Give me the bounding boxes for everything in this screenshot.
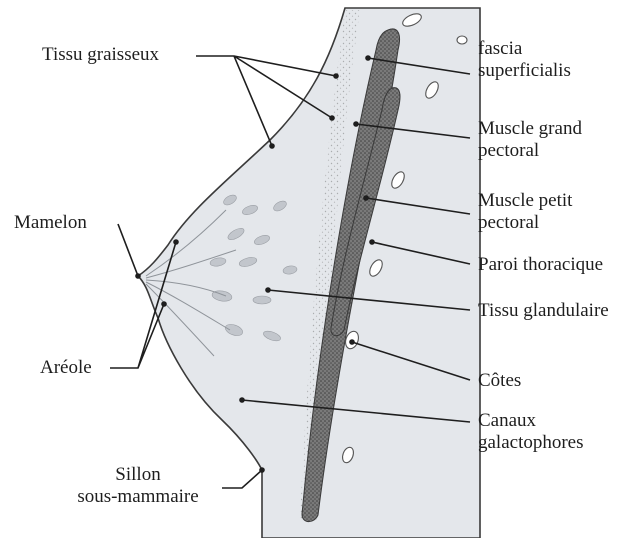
- label-areole-text: Aréole: [40, 357, 92, 378]
- label-grand-pectoral-line1: Muscle grand: [478, 118, 582, 140]
- label-sillon-line1: Sillon: [52, 464, 224, 486]
- label-fascia-line2: superficialis: [478, 60, 571, 82]
- label-grand-pectoral-line2: pectoral: [478, 140, 582, 162]
- label-tissu-graisseux-text: Tissu graisseux: [42, 44, 159, 65]
- label-fascia-line1: fascia: [478, 38, 571, 60]
- label-canaux-line1: Canaux: [478, 410, 584, 432]
- label-muscle-petit-pectoral: Muscle petit pectoral: [478, 190, 572, 234]
- label-paroi-thoracique: Paroi thoracique: [478, 254, 603, 276]
- label-sillon-line2: sous-mammaire: [52, 486, 224, 508]
- label-mamelon-text: Mamelon: [14, 212, 87, 233]
- label-tissu-graisseux: Tissu graisseux: [42, 44, 159, 66]
- label-muscle-grand-pectoral: Muscle grand pectoral: [478, 118, 582, 162]
- label-petit-pectoral-line2: pectoral: [478, 212, 572, 234]
- label-paroi-text: Paroi thoracique: [478, 254, 603, 275]
- label-cotes: Côtes: [478, 370, 521, 392]
- label-fascia-superficialis: fascia superficialis: [478, 38, 571, 82]
- label-cotes-text: Côtes: [478, 370, 521, 391]
- label-petit-pectoral-line1: Muscle petit: [478, 190, 572, 212]
- label-sillon-sous-mammaire: Sillon sous-mammaire: [52, 464, 224, 508]
- leader-sillon: [222, 470, 262, 488]
- label-tissu-glandulaire: Tissu glandulaire: [478, 300, 609, 322]
- label-canaux-line2: galactophores: [478, 432, 584, 454]
- label-areole: Aréole: [40, 357, 92, 379]
- label-mamelon: Mamelon: [14, 212, 87, 234]
- label-canaux-galactophores: Canaux galactophores: [478, 410, 584, 454]
- label-tissu-glandulaire-text: Tissu glandulaire: [478, 300, 609, 321]
- leader-mamelon: [118, 224, 138, 276]
